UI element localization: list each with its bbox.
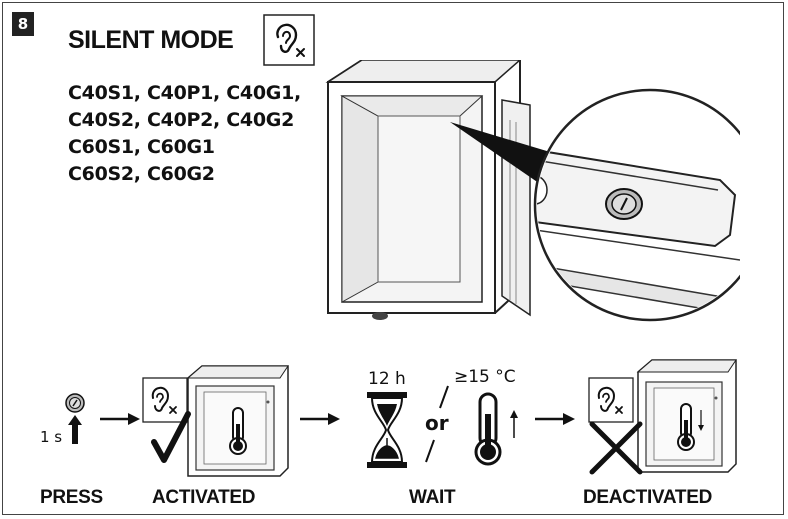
hourglass-icon [367,392,407,468]
model-list: C40S1, C40P1, C40G1, C40S2, C40P2, C40G2… [68,80,301,188]
deactivated-illustration [588,359,737,475]
arrow-right-icon [100,413,140,425]
activated-illustration [142,365,289,477]
page-title: SILENT MODE [68,26,234,54]
model-line: C60S2, C60G2 [68,163,215,185]
check-icon [151,411,191,463]
temperature-condition: ≥15 °C [454,367,516,387]
label-activated: ACTIVATED [152,487,256,508]
model-line: C40S1, C40P1, C40G1, [68,82,301,104]
label-wait: WAIT [409,487,456,508]
step-number-badge: 8 [12,12,34,36]
arrow-right-icon [300,413,340,425]
or-divider [425,385,449,463]
wait-time: 12 h [368,369,406,389]
press-duration: 1 s [40,428,63,446]
cross-icon [589,421,643,475]
appliance-illustration [325,60,740,322]
label-deactivated: DEACTIVATED [583,487,712,508]
model-line: C60S1, C60G1 [68,136,215,158]
or-label: or [425,411,449,435]
model-line: C40S2, C40P2, C40G2 [68,109,294,131]
label-press: PRESS [40,487,103,508]
arrow-right-icon [535,413,575,425]
button-icon [65,393,85,444]
ear-off-icon [263,14,315,66]
thermometer-icon [229,407,247,455]
thermometer-icon [677,403,704,451]
thermometer-icon [474,392,518,466]
